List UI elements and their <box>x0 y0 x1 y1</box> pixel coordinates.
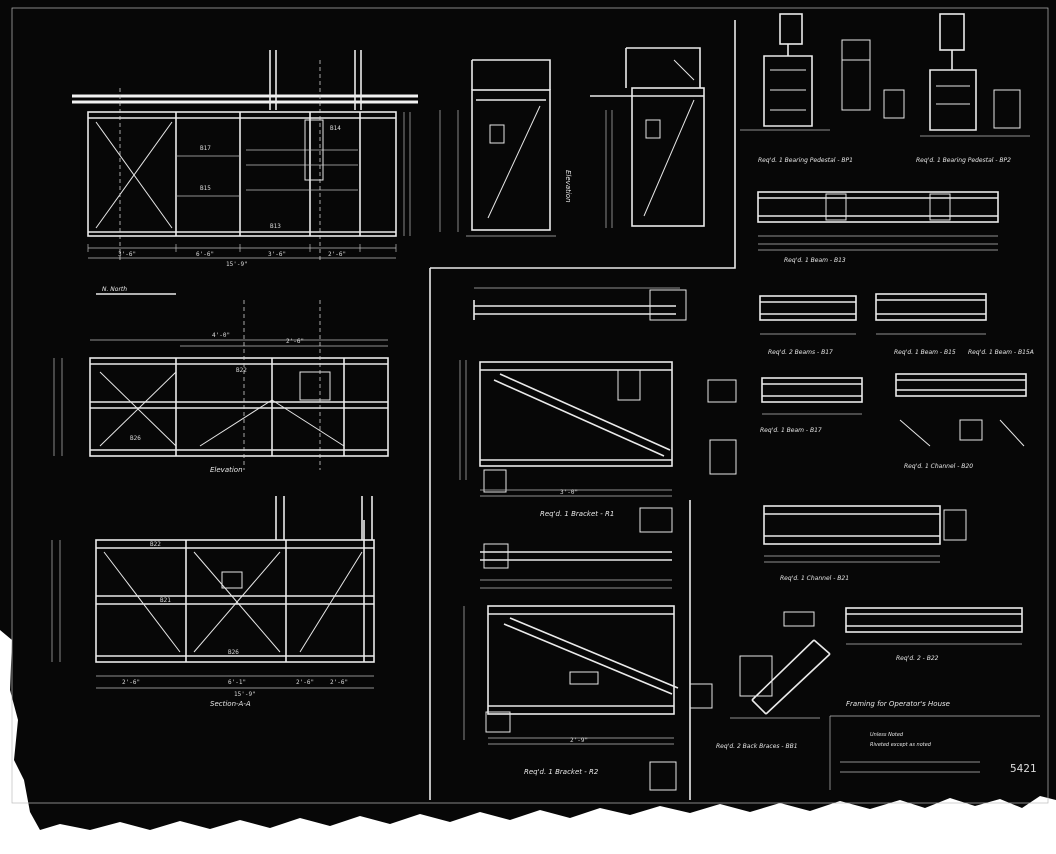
title-text: Framing for Operator's House <box>846 700 950 708</box>
detail-label: Req'd. 1 Bearing Pedestal - BP2 <box>916 157 1011 164</box>
view-section-right <box>590 47 705 228</box>
panel-divider <box>429 20 736 800</box>
detail-label: Req'd. 1 Bracket - R2 <box>524 768 599 776</box>
dim-text: 2'-6" <box>286 338 304 345</box>
dim-text: 2'-6" <box>296 679 314 686</box>
dim-text: 4'-0" <box>212 332 230 339</box>
dim-text: 6'-6" <box>196 251 214 258</box>
detail-bearing-pedestal-2: Req'd. 1 Bearing Pedestal - BP2 <box>916 13 1030 164</box>
member-mark: B22 <box>150 541 161 548</box>
detail-label: Req'd. 1 Channel - B20 <box>904 463 973 470</box>
member-mark: B26 <box>228 649 239 656</box>
dim-text: 2'-6" <box>328 251 346 258</box>
dim-text: 2'-6" <box>122 679 140 686</box>
sheet-border <box>11 7 1049 804</box>
member-mark: B17 <box>200 145 211 152</box>
detail-label: Req'd. 1 Beam - B15A <box>968 349 1034 356</box>
north-label: N. North <box>102 286 127 293</box>
detail-back-braces-bb1: Req'd. 2 Back Braces - BB1 <box>716 611 831 750</box>
dim-text: 3'-6" <box>268 251 286 258</box>
detail-label: Req'd. 1 Beam - B15 <box>894 349 956 356</box>
detail-b22: Req'd. 2 - B22 <box>845 607 1023 662</box>
dim-text: 2'-6" <box>330 679 348 686</box>
dim-text: 2'-9" <box>570 737 588 744</box>
detail-label: Req'd. 2 - B22 <box>896 655 939 662</box>
blueprint-background <box>0 0 1056 830</box>
member-mark: B22 <box>236 367 247 374</box>
detail-bracket-r1: 3'-0" Req'd. 1 Bracket - R1 <box>459 287 737 518</box>
member-mark: B15 <box>200 185 211 192</box>
detail-label: Req'd. 2 Beams - B17 <box>768 349 833 356</box>
detail-label: Req'd. 2 Back Braces - BB1 <box>716 743 798 750</box>
title-note: Riveted except as noted <box>870 742 932 748</box>
detail-bracket-r2: 2'-9" Req'd. 1 Bracket - R2 <box>463 507 713 791</box>
view-section-aa: 2'-6" 6'-1" 2'-6" 2'-6" 15'-9" B22 B21 B… <box>51 496 375 708</box>
detail-beam-b13: Req'd. 1 Beam - B13 <box>757 191 999 264</box>
view-label: Elevation <box>564 170 572 203</box>
view-label: Section-A-A <box>210 700 251 708</box>
title-block: Framing for Operator's House Unless Note… <box>829 700 1040 790</box>
dim-text: 15'-9" <box>234 691 256 698</box>
dim-text: 15'-9" <box>226 261 248 268</box>
detail-label: Req'd. 1 Channel - B21 <box>780 575 849 582</box>
view-section-bb: 3'-6" 6'-6" 3'-6" 2'-6" 15'-9" B17 B15 B… <box>72 50 418 268</box>
north-arrow: N. North <box>96 286 176 295</box>
detail-label: Req'd. 1 Beam - B17 <box>760 427 822 434</box>
view-elevation-top: Elevation <box>439 59 572 237</box>
member-mark: B21 <box>160 597 171 604</box>
detail-beam-channel-b20: Req'd. 1 Beam - B17 Req'd. 1 Channel - B… <box>760 373 1027 470</box>
member-mark: B13 <box>270 223 281 230</box>
detail-channel-b21: Req'd. 1 Channel - B21 <box>763 505 967 582</box>
sheet-number: 5421 <box>1010 762 1037 775</box>
view-label: Elevation <box>210 466 243 474</box>
dim-text: 6'-1" <box>228 679 246 686</box>
member-mark: B26 <box>130 435 141 442</box>
title-note: Unless Noted <box>870 732 904 738</box>
detail-label: Req'd. 1 Beam - B13 <box>784 257 846 264</box>
view-elevation-left: 4'-0" 2'-6" B22 B26 Elevation <box>53 300 389 474</box>
detail-label: Req'd. 1 Bracket - R1 <box>540 510 614 518</box>
dim-text: 3'-0" <box>560 489 578 496</box>
detail-beams-b17-b15: Req'd. 2 Beams - B17 Req'd. 1 Beam - B15… <box>759 293 1034 356</box>
dim-text: 3'-6" <box>118 251 136 258</box>
detail-label: Req'd. 1 Bearing Pedestal - BP1 <box>758 157 853 164</box>
member-mark: B14 <box>330 125 341 132</box>
detail-bearing-pedestal-1: Req'd. 1 Bearing Pedestal - BP1 <box>740 13 905 164</box>
